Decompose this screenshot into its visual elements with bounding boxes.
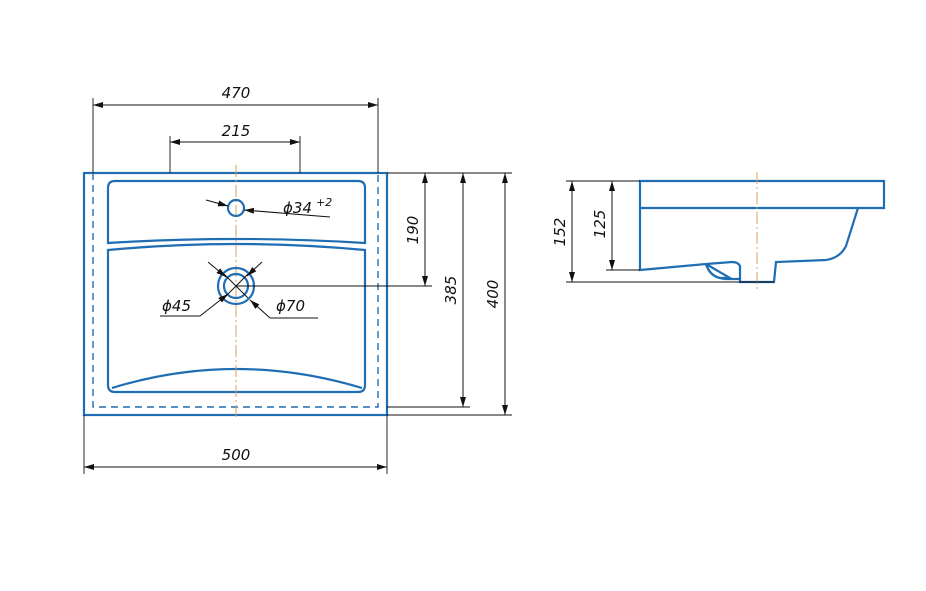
bowl-outline xyxy=(106,242,367,394)
side-drain-outline xyxy=(704,263,740,281)
dim-152-label: 152 xyxy=(551,218,569,247)
leader-faucet-hole-a xyxy=(205,199,229,207)
dim-215-label: 215 xyxy=(222,122,251,140)
leader-drain-top-right xyxy=(246,261,263,277)
dim-500-label: 500 xyxy=(222,446,251,464)
leader-drain-inner-diag xyxy=(199,293,229,317)
side-body-outline xyxy=(638,179,886,284)
drain-outer-label: ϕ70 xyxy=(276,297,305,315)
top-view: 470 215 ϕ34 +2 ϕ45 ϕ70 500 190 xyxy=(82,84,512,474)
leader-drain-outer-diag xyxy=(249,299,271,319)
side-view: 152 125 xyxy=(551,172,886,290)
faucet-hole-label: ϕ34 xyxy=(283,199,312,217)
faucet-hole-tolerance: +2 xyxy=(316,196,332,209)
bowl-front-curve xyxy=(111,367,363,390)
drain-inner-label: ϕ45 xyxy=(162,297,191,315)
faucet-deck-outline xyxy=(106,179,367,245)
dim-385-label: 385 xyxy=(442,276,460,305)
leader-faucet-hole-b xyxy=(243,207,331,218)
dim-400-label: 400 xyxy=(484,280,502,309)
dim-190-label: 190 xyxy=(404,216,422,245)
leader-drain-top-left xyxy=(207,261,227,278)
dim-470-label: 470 xyxy=(222,84,251,102)
dim-125-label: 125 xyxy=(591,210,609,239)
